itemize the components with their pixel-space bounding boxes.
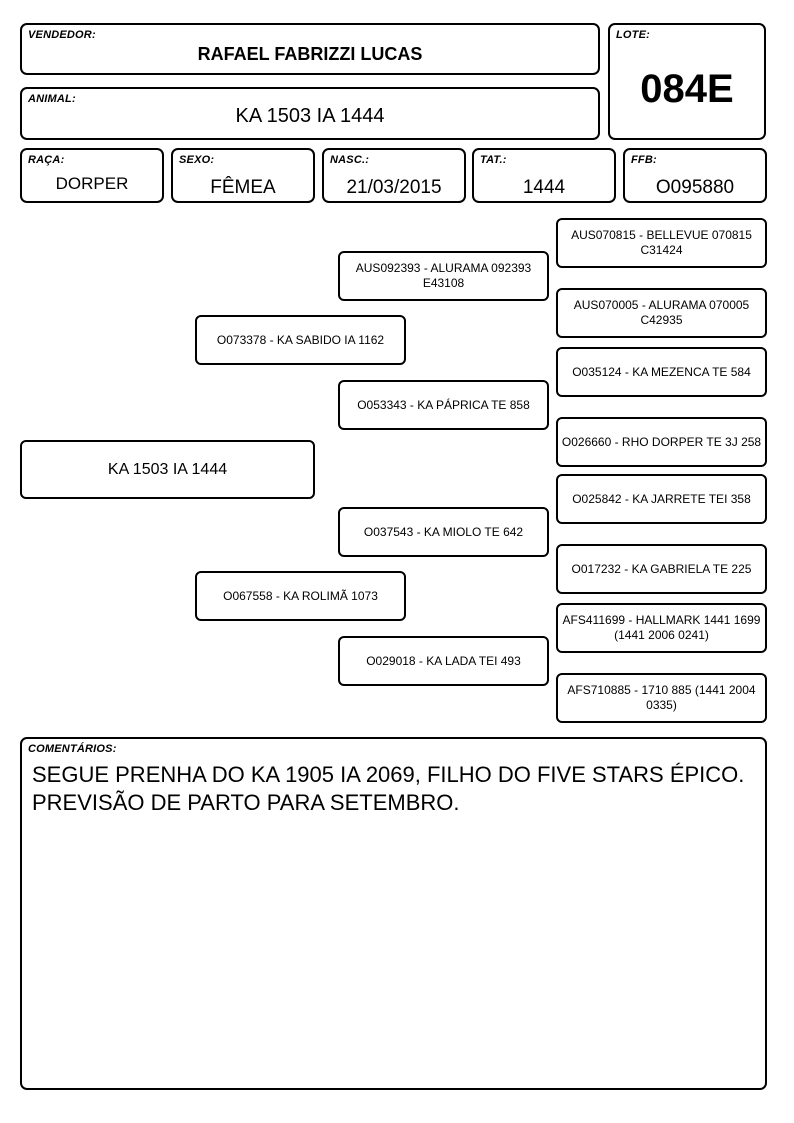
lot-value: 084E — [640, 67, 734, 111]
sex-value: FÊMEA — [210, 177, 276, 198]
birth-box: NASC.: 21/03/2015 — [322, 148, 466, 203]
pedigree-ggp-6: O017232 - KA GABRIELA TE 225 — [556, 544, 767, 594]
pedigree-animal: KA 1503 IA 1444 — [20, 440, 315, 499]
tattoo-label: TAT.: — [480, 154, 507, 166]
pedigree-sire-dam: O053343 - KA PÁPRICA TE 858 — [338, 380, 549, 430]
pedigree-sire: O073378 - KA SABIDO IA 1162 — [195, 315, 406, 365]
pedigree-ggp-7-text: AFS411699 - HALLMARK 1441 1699 (1441 200… — [562, 613, 761, 642]
pedigree-dam: O067558 - KA ROLIMÃ 1073 — [195, 571, 406, 621]
pedigree-ggp-1: AUS070815 - BELLEVUE 070815 C31424 — [556, 218, 767, 268]
sex-label: SEXO: — [179, 154, 215, 166]
pedigree-animal-text: KA 1503 IA 1444 — [107, 461, 228, 478]
pedigree-ggp-8-text: AFS710885 - 1710 885 (1441 2004 0335) — [567, 683, 756, 712]
comments-text: SEGUE PRENHA DO KA 1905 IA 2069, FILHO D… — [32, 762, 745, 815]
pedigree-ggp-8: AFS710885 - 1710 885 (1441 2004 0335) — [556, 673, 767, 723]
pedigree-sire-dam-text: O053343 - KA PÁPRICA TE 858 — [357, 397, 530, 412]
animal-label: ANIMAL: — [28, 93, 76, 105]
birth-label: NASC.: — [330, 154, 370, 166]
pedigree-ggp-1-text: AUS070815 - BELLEVUE 070815 C31424 — [571, 228, 752, 257]
pedigree-dam-sire-text: O037543 - KA MIOLO TE 642 — [363, 524, 524, 539]
breed-label: RAÇA: — [28, 154, 65, 166]
pedigree-ggp-4: O026660 - RHO DORPER TE 3J 258 — [556, 417, 767, 467]
animal-value: KA 1503 IA 1444 — [235, 105, 385, 127]
birth-value: 21/03/2015 — [346, 177, 442, 198]
breed-box: RAÇA: DORPER — [20, 148, 164, 203]
pedigree-dam-sire: O037543 - KA MIOLO TE 642 — [338, 507, 549, 557]
comments-box: COMENTÁRIOS: SEGUE PRENHA DO KA 1905 IA … — [20, 737, 767, 1090]
lot-label: LOTE: — [616, 29, 650, 41]
pedigree-sire-sire: AUS092393 - ALURAMA 092393 E43108 — [338, 251, 549, 301]
tattoo-value: 1444 — [522, 177, 566, 198]
pedigree-ggp-6-text: O017232 - KA GABRIELA TE 225 — [571, 561, 752, 576]
animal-box: ANIMAL: KA 1503 IA 1444 — [20, 87, 600, 140]
breed-value: DORPER — [55, 174, 129, 193]
tattoo-box: TAT.: 1444 — [472, 148, 616, 203]
pedigree-ggp-5-text: O025842 - KA JARRETE TEI 358 — [572, 491, 751, 506]
pedigree-ggp-2-text: AUS070005 - ALURAMA 070005 C42935 — [573, 298, 750, 327]
pedigree-ggp-2: AUS070005 - ALURAMA 070005 C42935 — [556, 288, 767, 338]
ffb-box: FFB: O095880 — [623, 148, 767, 203]
pedigree-dam-dam: O029018 - KA LADA TEI 493 — [338, 636, 549, 686]
comments-label: COMENTÁRIOS: — [28, 743, 117, 755]
pedigree-dam-text: O067558 - KA ROLIMÃ 1073 — [223, 588, 378, 603]
sex-box: SEXO: FÊMEA — [171, 148, 315, 203]
pedigree-ggp-3: O035124 - KA MEZENCA TE 584 — [556, 347, 767, 397]
pedigree-ggp-5: O025842 - KA JARRETE TEI 358 — [556, 474, 767, 524]
pedigree-sire-text: O073378 - KA SABIDO IA 1162 — [216, 332, 385, 347]
ffb-label: FFB: — [631, 154, 657, 166]
pedigree-dam-dam-text: O029018 - KA LADA TEI 493 — [366, 653, 521, 668]
pedigree-ggp-7: AFS411699 - HALLMARK 1441 1699 (1441 200… — [556, 603, 767, 653]
pedigree-ggp-4-text: O026660 - RHO DORPER TE 3J 258 — [561, 434, 762, 449]
pedigree-ggp-3-text: O035124 - KA MEZENCA TE 584 — [572, 364, 751, 379]
vendor-label: VENDEDOR: — [28, 29, 96, 41]
ffb-value: O095880 — [655, 177, 735, 198]
pedigree-sire-sire-text: AUS092393 - ALURAMA 092393 E43108 — [355, 261, 532, 290]
lot-box: LOTE: 084E — [608, 23, 766, 140]
vendor-name: RAFAEL FABRIZZI LUCAS — [197, 44, 423, 64]
vendor-box: VENDEDOR: RAFAEL FABRIZZI LUCAS — [20, 23, 600, 75]
